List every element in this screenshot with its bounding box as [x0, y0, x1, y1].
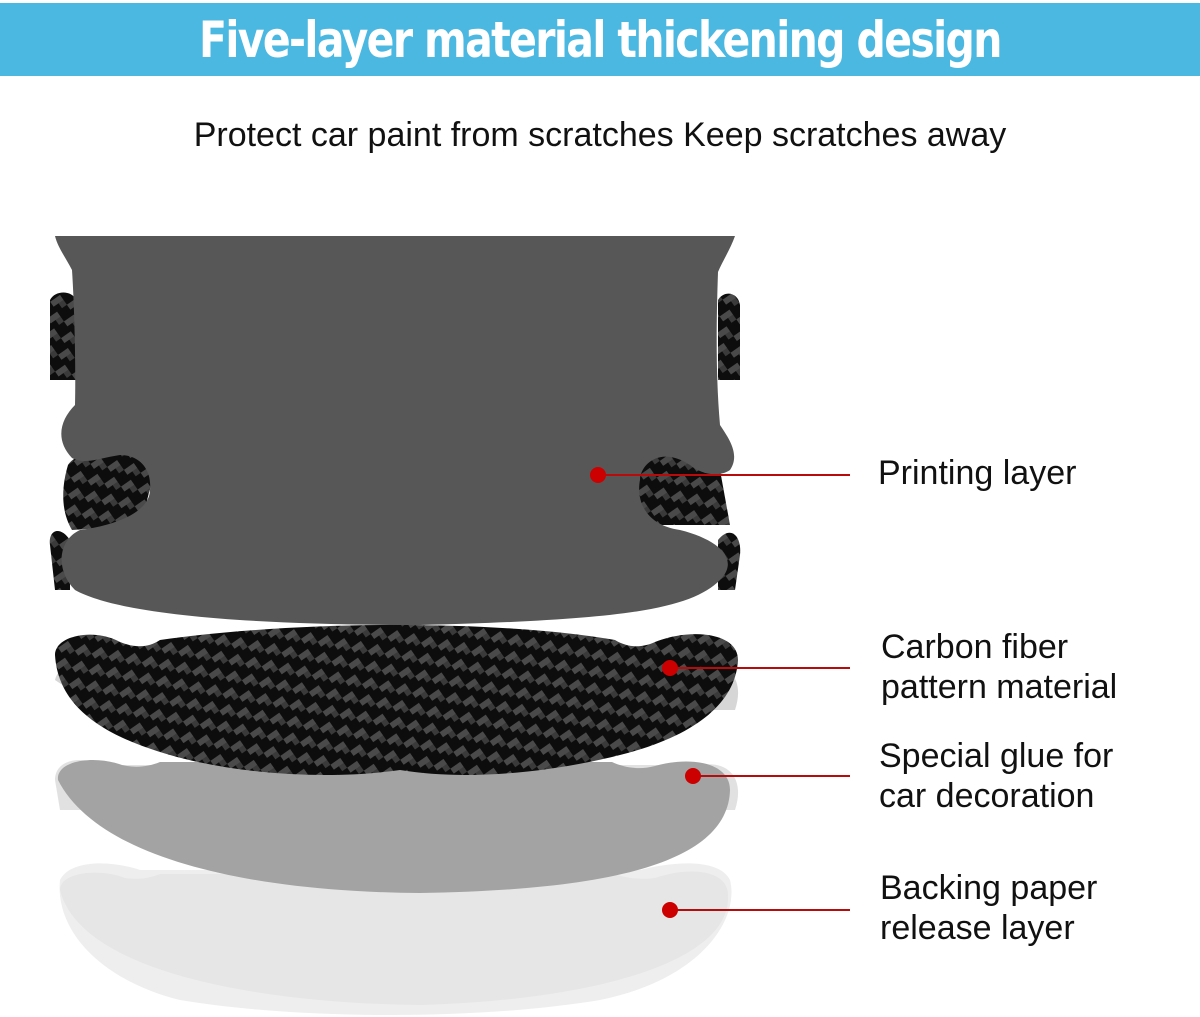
leader-carbon-fiber — [662, 660, 850, 676]
label-special-glue: Special glue for car decoration — [879, 736, 1113, 816]
backing-paper-layer-shape — [60, 871, 729, 1005]
title-banner: Five-layer material thickening design — [0, 3, 1200, 76]
leader-backing-paper — [662, 902, 850, 918]
label-carbon-fiber: Carbon fiber pattern material — [881, 627, 1117, 707]
leader-printing — [590, 467, 850, 483]
label-line: Backing paper — [880, 869, 1098, 907]
carbon-fiber-layer-shape — [55, 625, 738, 775]
glue-layer-shape — [57, 760, 731, 893]
label-printing-layer: Printing layer — [878, 453, 1076, 493]
label-line: Carbon fiber — [881, 628, 1069, 666]
subtitle: Protect car paint from scratches Keep sc… — [193, 116, 1007, 154]
label-line: car decoration — [879, 777, 1095, 815]
label-backing-paper: Backing paper release layer — [880, 868, 1097, 948]
label-line: Special glue for — [879, 737, 1114, 775]
label-line: Printing layer — [878, 454, 1077, 492]
printing-layer-shape — [55, 236, 735, 625]
label-line: pattern material — [881, 668, 1118, 706]
page-title: Five-layer material thickening design — [199, 10, 1002, 69]
leader-glue — [685, 768, 850, 784]
label-line: release layer — [880, 909, 1075, 947]
